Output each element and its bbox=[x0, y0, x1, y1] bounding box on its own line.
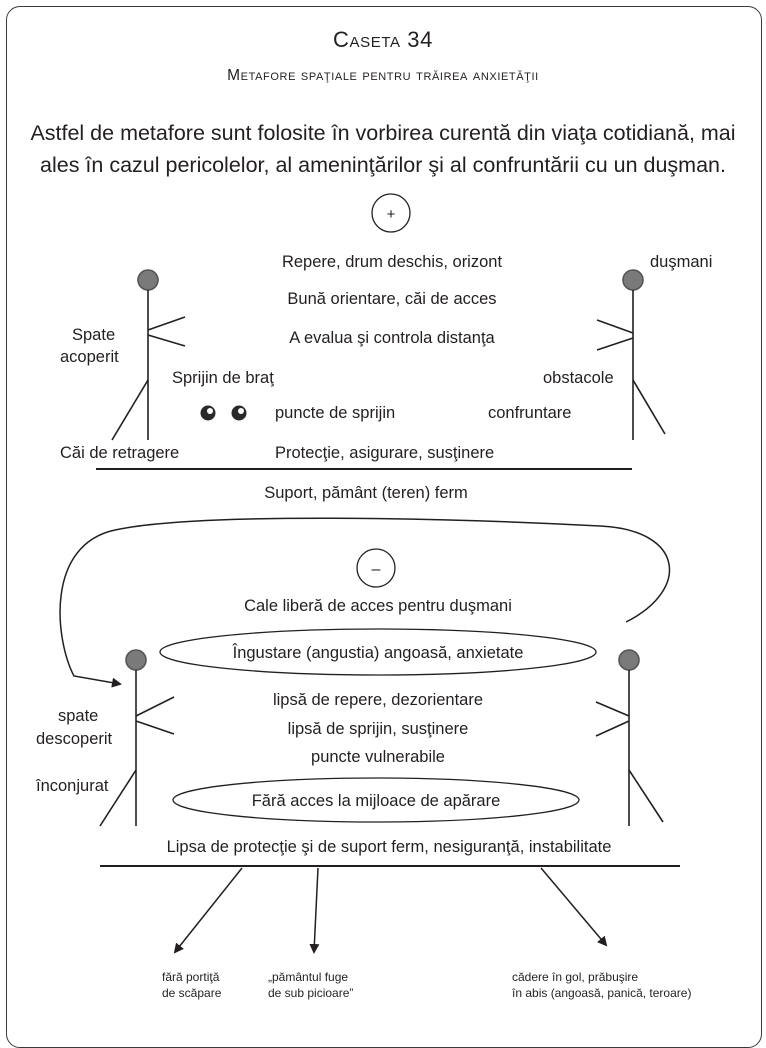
box-subtitle: Metafore spaţiale pentru trăirea anxietă… bbox=[227, 67, 539, 84]
consequence-1-line1: fără portiţă bbox=[162, 970, 220, 984]
consequence-2-line1: „pământul fuge bbox=[268, 970, 348, 984]
encirclement-arrow bbox=[59, 517, 671, 688]
ground-label-negative: Lipsa de protecţie şi de suport ferm, ne… bbox=[167, 838, 612, 856]
left-label-cai-retragere: Căi de retragere bbox=[60, 444, 179, 462]
left-label-sprijin-brat: Sprijin de braţ bbox=[172, 369, 274, 387]
positive-center-2: Bună orientare, căi de acces bbox=[287, 290, 496, 308]
right-label-dusmani: duşmani bbox=[650, 253, 712, 271]
angustia-label: Îngustare (angustia) angoasă, anxietate bbox=[232, 643, 524, 662]
negative-center-1: lipsă de repere, dezorientare bbox=[273, 691, 483, 709]
right-figure-negative-head bbox=[618, 649, 640, 671]
left-label-acoperit: acoperit bbox=[60, 348, 119, 366]
consequence-3-line1: cădere în gol, prăbuşire bbox=[512, 970, 638, 984]
eyes-icon bbox=[200, 405, 247, 421]
minus-symbol-circle bbox=[356, 548, 396, 588]
negative-center-3: puncte vulnerabile bbox=[311, 748, 445, 766]
right-label-obstacole: obstacole bbox=[543, 369, 614, 387]
left-label-spate-neg: spate bbox=[58, 707, 98, 725]
left-figure-negative-head bbox=[125, 649, 147, 671]
left-figure-positive-head bbox=[137, 269, 159, 291]
minus-symbol: – bbox=[372, 561, 381, 578]
consequence-3-line2: în abis (angoasă, panică, teroare) bbox=[511, 986, 691, 1000]
ground-label-positive: Suport, pământ (teren) ferm bbox=[264, 484, 468, 502]
right-figure-positive bbox=[596, 269, 666, 440]
cale-libera-label: Cale liberă de acces pentru duşmani bbox=[244, 597, 512, 615]
right-figure-positive-head bbox=[622, 269, 644, 291]
arrow-consequence-1 bbox=[173, 867, 243, 954]
right-label-confruntare: confruntare bbox=[488, 404, 571, 422]
left-label-spate: Spate bbox=[72, 326, 115, 344]
right-figure-negative bbox=[595, 649, 664, 826]
plus-symbol-circle bbox=[371, 193, 411, 233]
consequence-2-line2: de sub picioare” bbox=[268, 986, 353, 1000]
fara-acces-label: Fără acces la mijloace de apărare bbox=[252, 792, 501, 810]
box-title: Caseta 34 bbox=[333, 27, 433, 52]
positive-center-3: A evalua şi controla distanţa bbox=[289, 329, 495, 347]
arrow-consequence-2 bbox=[309, 867, 320, 954]
left-figure-negative bbox=[99, 649, 175, 827]
negative-center-2: lipsă de sprijin, susţinere bbox=[288, 720, 469, 738]
consequence-1-line2: de scăpare bbox=[162, 986, 222, 1000]
intro-line-1: Astfel de metafore sunt folosite în vorb… bbox=[30, 121, 735, 145]
left-label-descoperit: descoperit bbox=[36, 730, 113, 748]
puncte-de-sprijin-label: puncte de sprijin bbox=[275, 404, 395, 422]
arrow-consequence-3 bbox=[540, 867, 608, 947]
left-label-inconjurat: înconjurat bbox=[35, 777, 109, 795]
positive-center-1: Repere, drum deschis, orizont bbox=[282, 253, 503, 271]
protectie-label: Protecţie, asigurare, susţinere bbox=[275, 444, 494, 462]
ellipse-angustia bbox=[159, 628, 597, 676]
spatial-metaphors-diagram: Caseta 34 Metafore spaţiale pentru trăir… bbox=[30, 27, 735, 1000]
ellipse-fara-acces bbox=[172, 777, 580, 823]
left-figure-positive bbox=[111, 269, 186, 441]
intro-line-2: ales în cazul pericolelor, al ameninţări… bbox=[40, 153, 726, 177]
plus-symbol: + bbox=[387, 206, 396, 223]
